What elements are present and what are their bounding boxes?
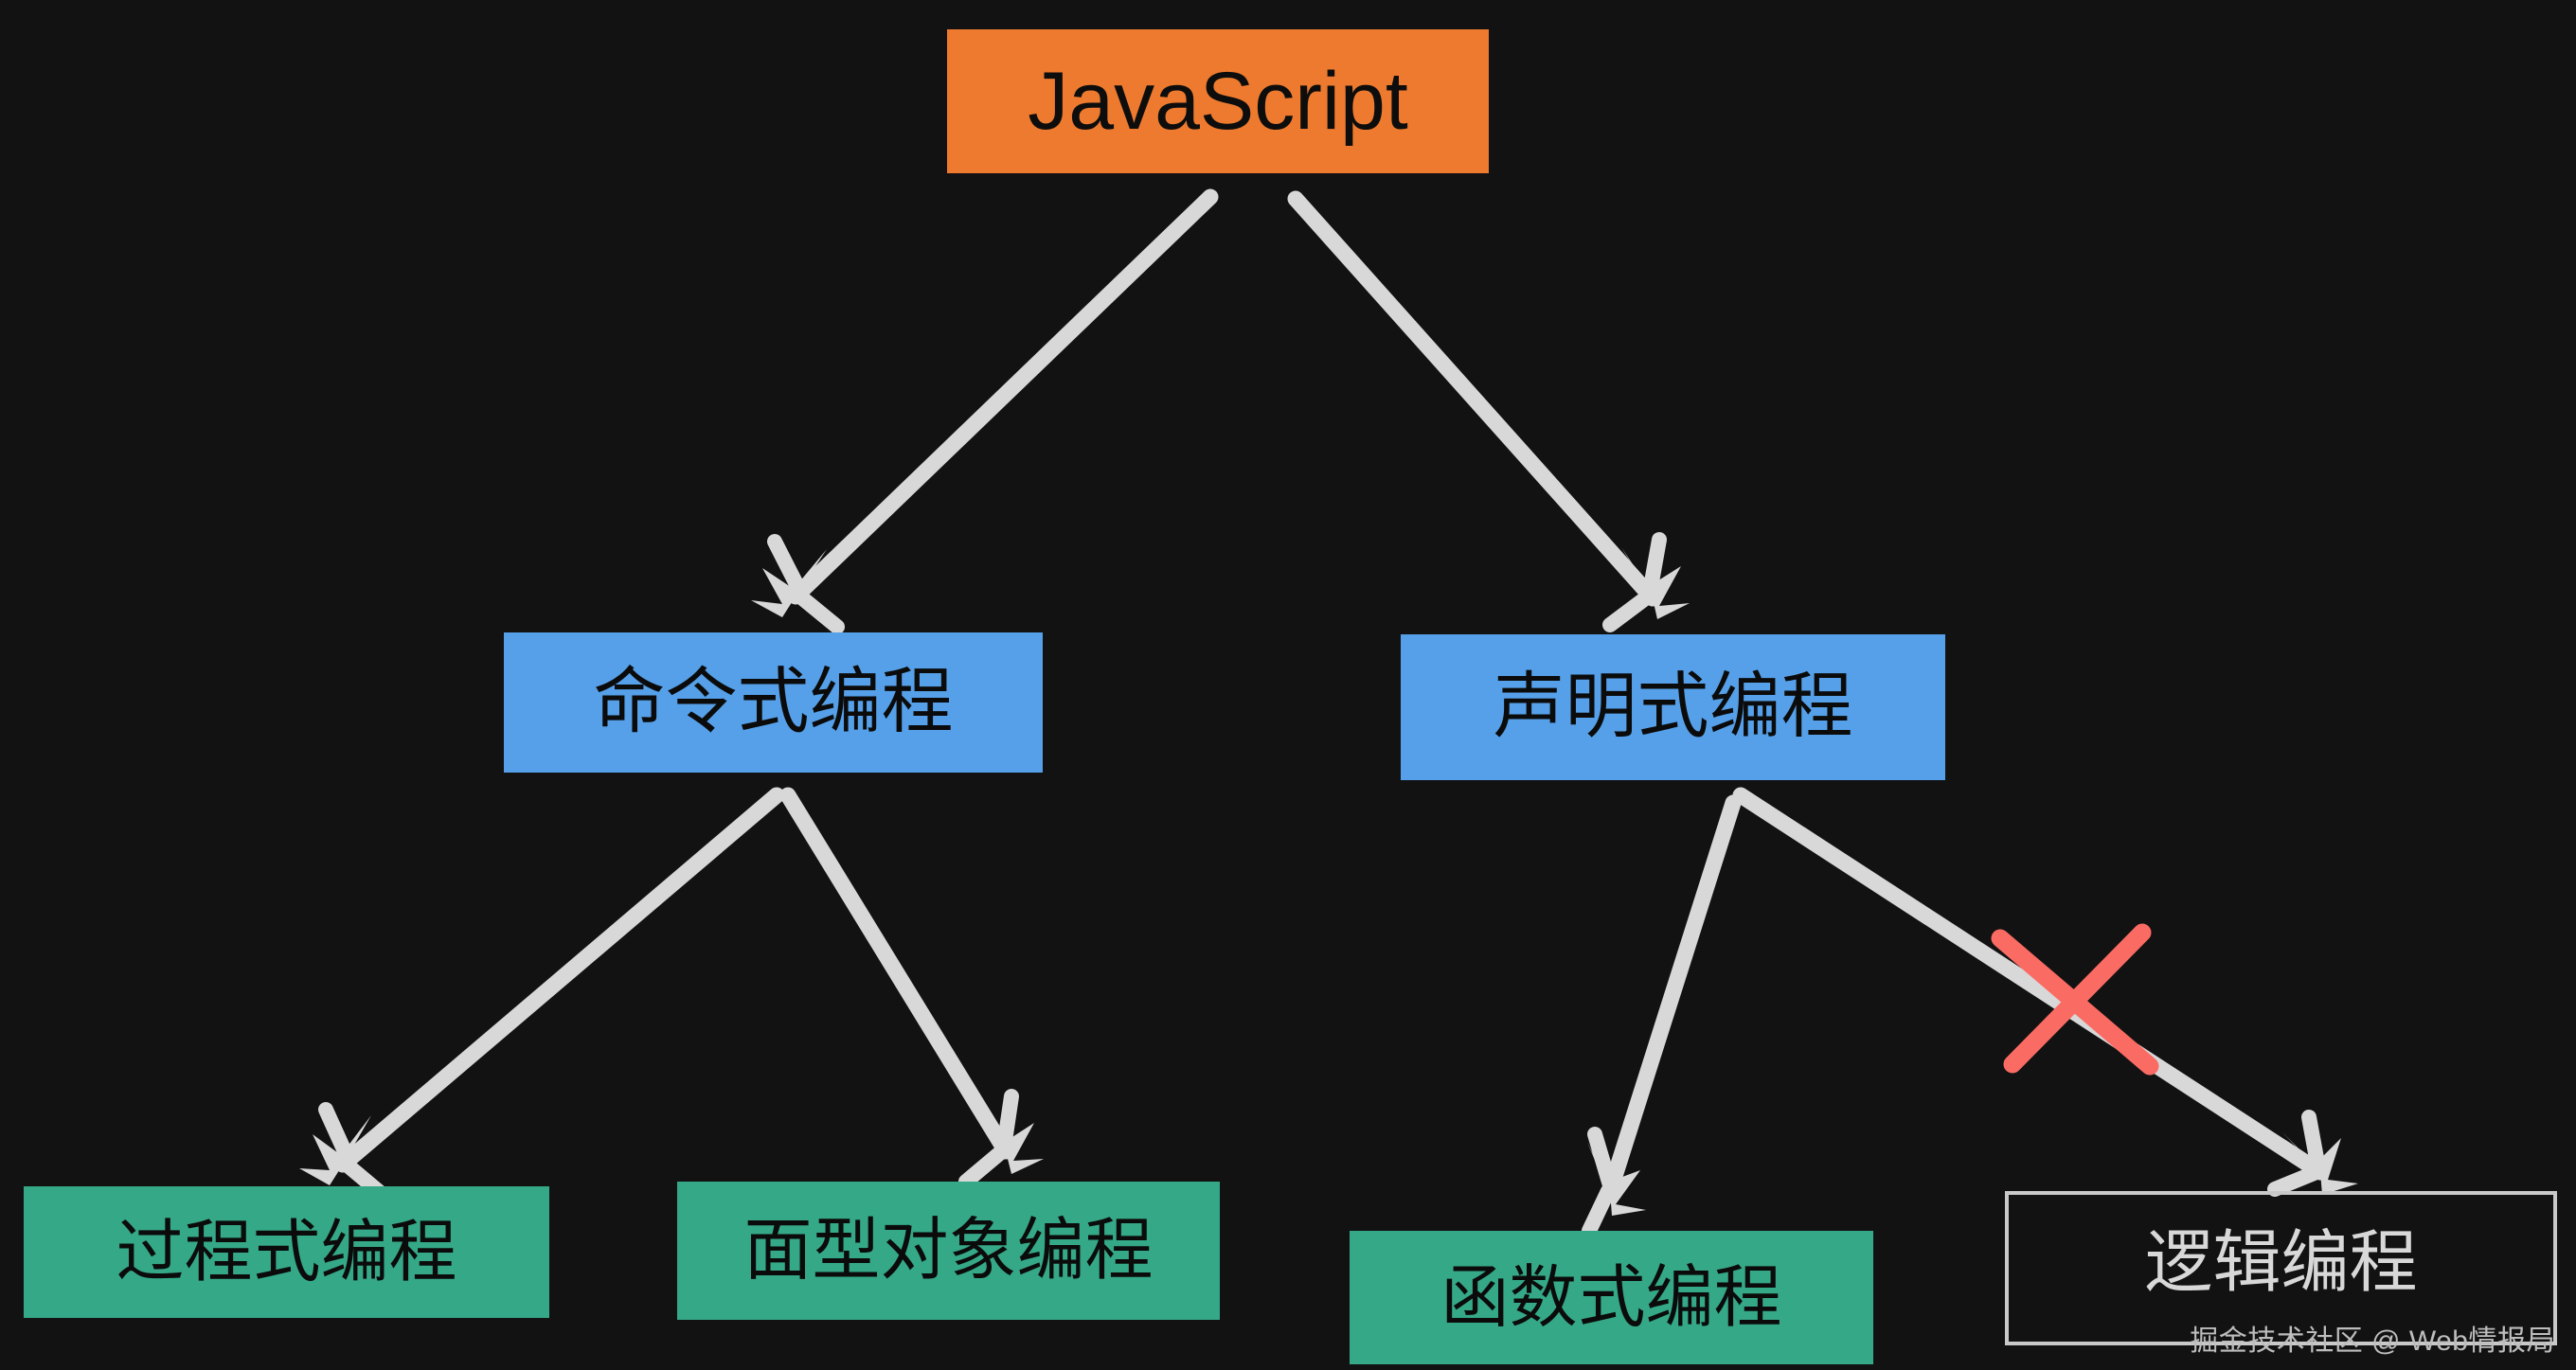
node-functional-programming-label: 函数式编程 (1440, 1259, 1782, 1336)
node-imperative-programming[interactable]: 命令式编程 (504, 632, 1043, 773)
node-object-oriented-programming[interactable]: 面型对象编程 (677, 1182, 1220, 1320)
edge-declarative-to-logic (1732, 787, 2358, 1197)
node-logic-programming[interactable]: 逻辑编程 (2005, 1191, 2557, 1345)
edge-imperative-to-oop (779, 787, 1044, 1189)
node-imperative-programming-label: 命令式编程 (593, 662, 954, 742)
node-object-oriented-programming-label: 面型对象编程 (743, 1213, 1154, 1289)
edge-imperative-to-procedural (299, 787, 785, 1202)
node-javascript[interactable]: JavaScript (947, 29, 1489, 173)
node-logic-programming-label: 逻辑编程 (2144, 1225, 2418, 1301)
edge-declarative-to-functional (1582, 794, 1742, 1238)
node-declarative-programming-label: 声明式编程 (1493, 667, 1853, 747)
node-javascript-label: JavaScript (1028, 56, 1408, 147)
node-functional-programming[interactable]: 函数式编程 (1350, 1231, 1873, 1364)
node-procedural-programming[interactable]: 过程式编程 (24, 1186, 549, 1318)
node-procedural-programming-label: 过程式编程 (116, 1214, 457, 1290)
node-declarative-programming[interactable]: 声明式编程 (1401, 634, 1945, 780)
edge-root-to-imperative (751, 188, 1219, 634)
edge-root-to-declarative (1287, 190, 1690, 632)
watermark: 掘金技术社区 @ Web情报局 (2190, 1326, 2555, 1357)
cross-mark-icon (1991, 923, 2159, 1076)
